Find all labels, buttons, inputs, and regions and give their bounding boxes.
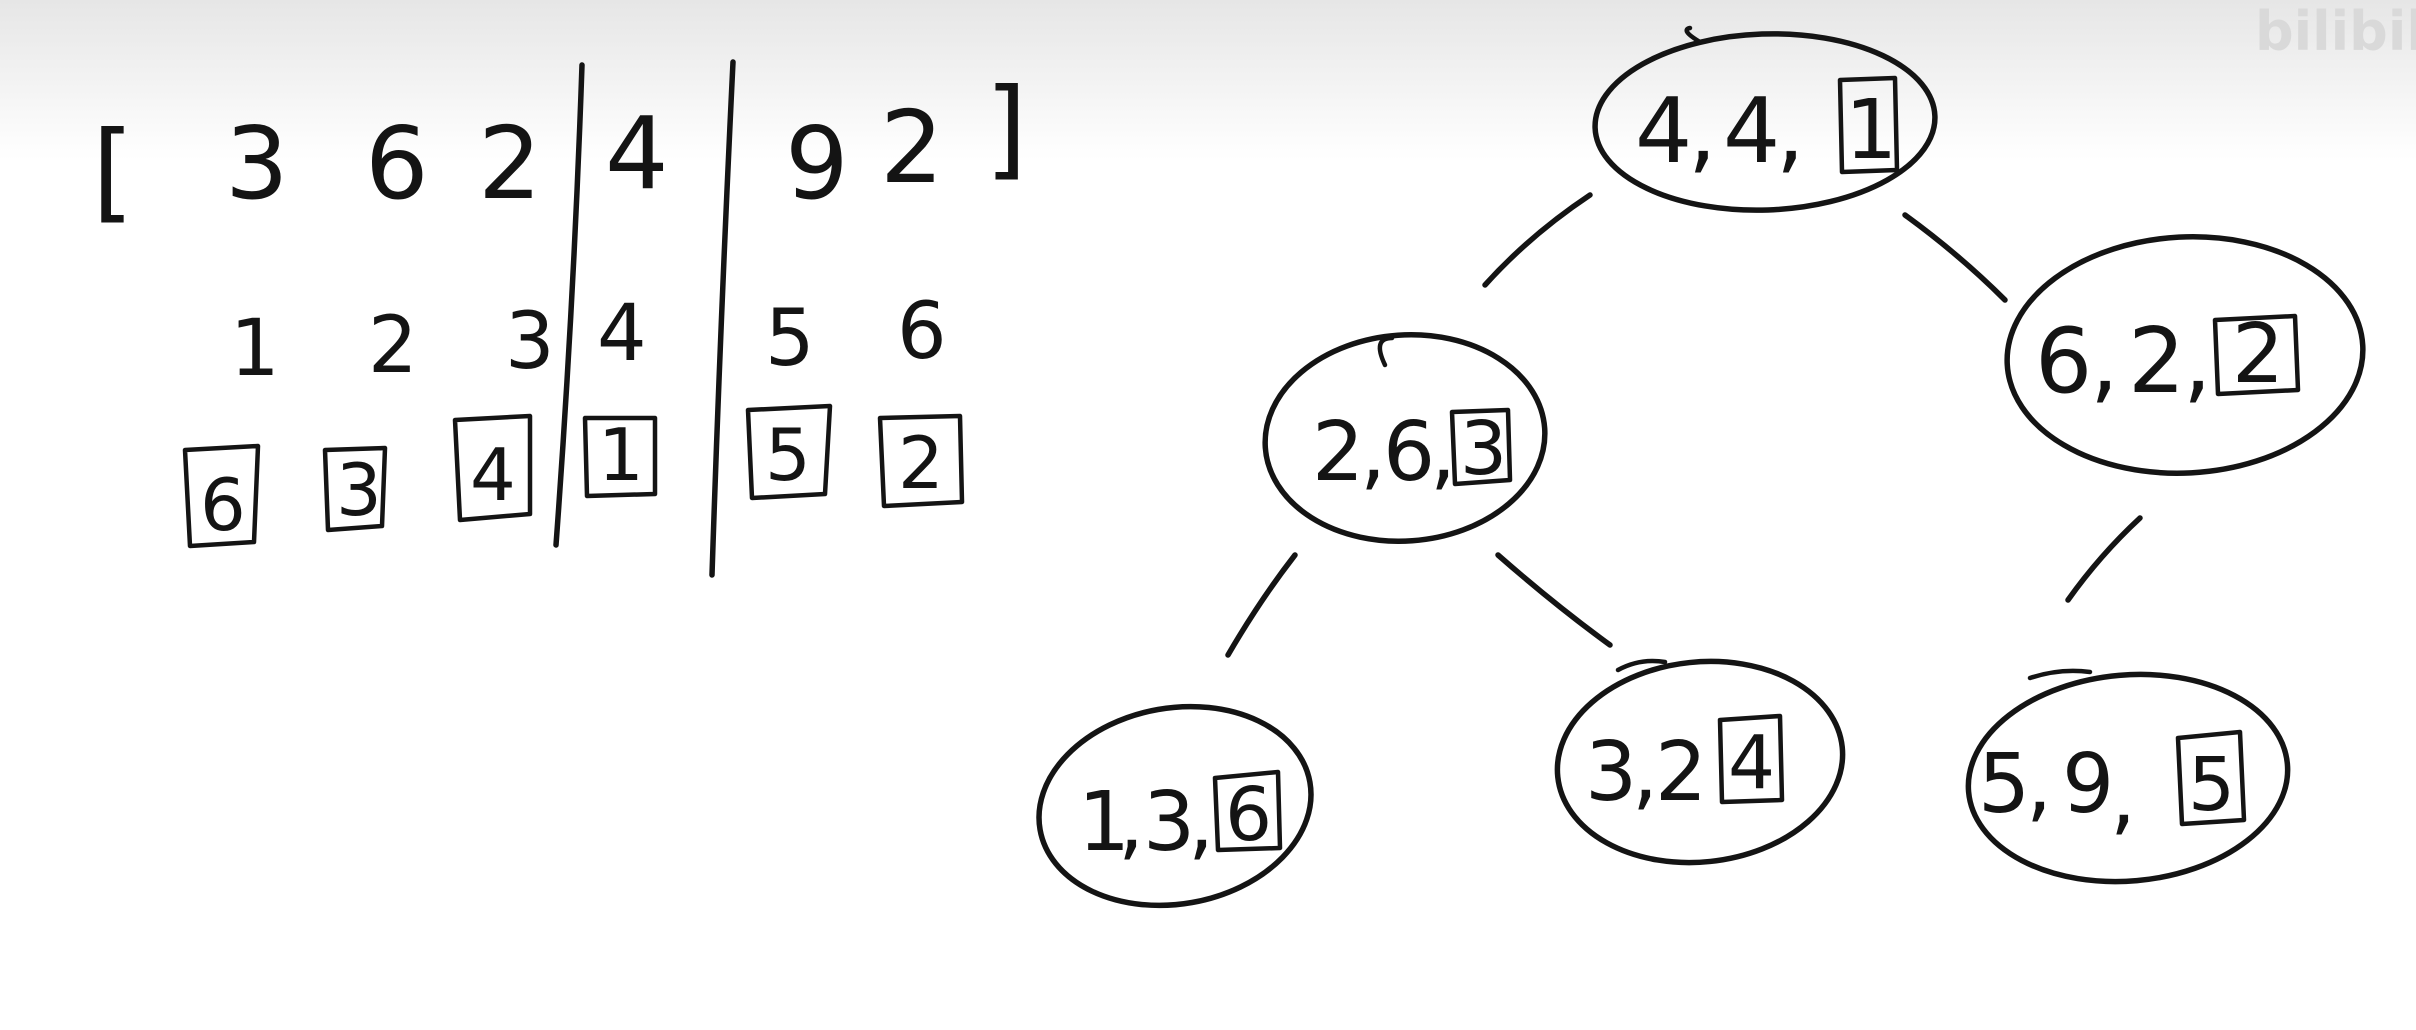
array-position: 2 (368, 301, 418, 391)
rank-box (322, 445, 388, 533)
node-outline-tail (1377, 335, 1395, 368)
tree-edge (1225, 552, 1298, 658)
node-value-a: 6 (2035, 309, 2092, 414)
tree-node-lr: 3 , 2 4 (1554, 658, 1846, 866)
node-outline (2004, 234, 2366, 476)
array-open-bracket: [ (92, 109, 134, 234)
node-separator: , (1360, 405, 1386, 500)
array-rank: 6 (200, 463, 246, 547)
node-value-a: 2 (1312, 405, 1364, 500)
array-position: 6 (897, 287, 947, 377)
node-outline (1592, 31, 1938, 213)
node-outline (1965, 671, 2291, 885)
node-outline-tail (1615, 658, 1668, 673)
array-value: 2 (478, 105, 542, 222)
node-separator: , (1118, 775, 1144, 870)
node-outline-tail (1684, 25, 1703, 45)
tree-node-rl: 5 , 9 , 5 (1965, 668, 2291, 885)
node-rank: 1 (1845, 83, 1897, 178)
node-rank: 2 (2232, 307, 2284, 402)
tree-node-root: 4 , 4 , 1 (1592, 25, 1938, 213)
divider-line (553, 62, 585, 548)
tree-node-right: 6 , 2 , 2 (2004, 234, 2366, 476)
array-rank: 3 (336, 448, 382, 532)
node-separator: , (2110, 750, 2136, 845)
node-separator: , (2026, 737, 2052, 832)
array-position: 1 (230, 304, 280, 394)
rank-box (582, 415, 658, 499)
tree-edge (1482, 192, 1593, 288)
array-value: 2 (880, 89, 944, 206)
rank-box (182, 443, 261, 549)
node-separator: , (1188, 775, 1214, 870)
top-shadow (0, 0, 2416, 160)
node-value-b: 4 (1723, 79, 1780, 184)
node-value-a: 4 (1635, 79, 1692, 184)
node-separator: , (2090, 309, 2119, 414)
node-value-a: 5 (1978, 737, 2030, 832)
node-outline (1036, 703, 1314, 909)
watermark-text: bilibili (2255, 0, 2416, 63)
node-rank: 5 (2188, 742, 2235, 828)
tree-edge (2065, 515, 2143, 603)
array-rank: 1 (598, 413, 644, 497)
node-value-a: 1 (1078, 775, 1130, 870)
node-rank: 3 (1460, 406, 1507, 492)
array-value: 6 (365, 105, 429, 222)
array-position: 3 (505, 297, 555, 387)
node-rank: 6 (1225, 772, 1272, 858)
tree-node-left: 2 , 6 , 3 (1262, 332, 1548, 544)
node-separator: , (1632, 725, 1658, 820)
tree-edge (1902, 212, 2008, 303)
node-outline-tail (2027, 668, 2093, 681)
node-separator: , (2183, 309, 2212, 414)
node-value-a: 3 (1585, 725, 1637, 820)
node-value-b: 6 (1383, 405, 1435, 500)
rank-box (745, 403, 833, 501)
array-rank: 5 (765, 413, 811, 497)
array-rank: 4 (470, 433, 516, 517)
rank-box (1717, 713, 1785, 805)
array-values-row: 3 6 2 4 9 2 (225, 89, 944, 222)
node-rank: 4 (1728, 720, 1775, 806)
array-position: 4 (597, 289, 647, 379)
array-value: 4 (605, 95, 669, 212)
tree-node-ll: 1 , 3 , 6 (1036, 703, 1314, 909)
divider-line (709, 59, 736, 578)
rank-box (877, 413, 965, 509)
node-value-b: 3 (1143, 775, 1195, 870)
array-panel: [ ] 3 6 2 4 9 2 1 2 3 4 5 6 6 3 4 1 (92, 59, 1027, 578)
node-value-b: 2 (1655, 725, 1707, 820)
rank-box (1837, 75, 1900, 175)
array-position: 5 (765, 294, 815, 384)
array-value: 3 (225, 105, 289, 222)
watermark: bilibili (2255, 0, 2416, 63)
rank-box (2175, 729, 2247, 827)
node-outline (1262, 332, 1548, 544)
node-separator: , (1688, 79, 1717, 184)
array-ranks-row: 6 3 4 1 5 2 (182, 403, 965, 549)
array-positions-row: 1 2 3 4 5 6 (230, 287, 947, 394)
array-value: 9 (785, 105, 849, 222)
rank-box (1449, 407, 1513, 487)
tree-diagram: 4 , 4 , 1 6 , 2 , 2 2 , 6 , 3 (1036, 25, 2366, 909)
node-value-b: 2 (2128, 309, 2185, 414)
node-separator: , (1776, 79, 1805, 184)
node-outline (1554, 658, 1846, 866)
rank-box (452, 413, 533, 523)
array-rank: 2 (898, 421, 944, 505)
rank-box (2212, 313, 2301, 397)
node-value-b: 9 (2062, 737, 2114, 832)
array-close-bracket: ] (985, 66, 1027, 191)
rank-box (1212, 769, 1283, 853)
tree-edge (1495, 552, 1613, 648)
